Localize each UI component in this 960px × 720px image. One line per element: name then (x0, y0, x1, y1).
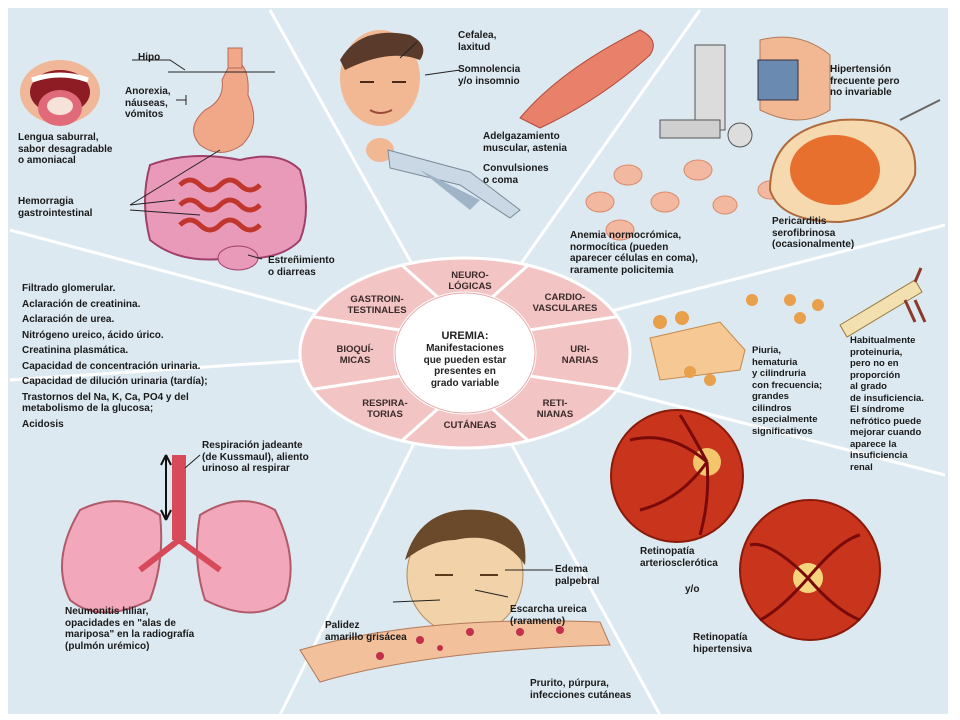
segment-gastrointestinales: GASTROIN- TESTINALES (347, 294, 407, 316)
label-anemia: Anemia normocrómica, normocítica (pueden… (570, 230, 698, 276)
test-tube-illustration (839, 267, 927, 338)
retina-arteriosclerotic-illustration (610, 409, 744, 543)
segment-cutaneas: CUTÁNEAS (443, 420, 497, 431)
center-title: UREMIA: (441, 330, 489, 342)
label-retinopatia-hipertensiva: Retinopatía hipertensiva (693, 632, 752, 655)
label-escarcha: Escarcha ureica (raramente) (510, 604, 587, 627)
bioquimica-line: Nitrógeno ureico, ácido úrico. (22, 329, 164, 341)
label-estrenimiento: Estreñimiento o diarreas (268, 255, 335, 278)
pericarditis-heart-illustration (768, 99, 941, 224)
label-hipo: Hipo (138, 52, 161, 63)
muscle-illustration (519, 29, 654, 129)
bioquimica-line: metabolismo de la glucosa; (22, 403, 154, 414)
leg-skin-illustration (299, 620, 611, 683)
label-hipertension: Hipertensión frecuente pero no invariabl… (830, 64, 900, 98)
urine-sediment-illustration (649, 294, 824, 386)
segment-urinarias: URI- NARIAS (561, 344, 599, 366)
label-convulsiones: Convulsiones o coma (483, 163, 549, 186)
bioquimica-line: Trastornos del Na, K, Ca, PO4 y del (22, 391, 189, 403)
blood-pressure-illustration (659, 36, 831, 148)
bioquimica-line: Aclaración de creatinina. (22, 298, 141, 310)
label-palidez: Palidez amarillo grisácea (325, 620, 407, 643)
label-lengua: Lengua saburral, sabor desagradable o am… (18, 132, 113, 166)
label-proteinuria: Habitualmente proteinuria, pero no en pr… (850, 335, 924, 473)
label-anorexia: Anorexia, náuseas, vómitos (125, 86, 171, 120)
label-somnolencia: Somnolencia y/o insomnio (458, 64, 521, 87)
bioquimicas-list: Filtrado glomerular. Aclaración de creat… (22, 283, 322, 430)
category-ring (298, 256, 632, 450)
lying-patient-illustration (366, 138, 521, 219)
bioquimica-line: Filtrado glomerular. (22, 283, 116, 294)
label-y-o: y/o (685, 584, 700, 595)
mouth-tongue-illustration (20, 60, 100, 126)
label-respiracion: Respiración jadeante (de Kussmaul), alie… (202, 440, 309, 474)
label-neumonitis: Neumonitis hiliar, opacidades en "alas d… (65, 606, 195, 652)
red-cells-illustration (585, 159, 783, 241)
digestive-tract-illustration (144, 47, 307, 271)
leader-lines (129, 41, 553, 603)
bioquimica-line: Capacidad de dilución urinaria (tardía); (22, 376, 208, 387)
bioquimica-line: Creatinina plasmática. (22, 345, 129, 356)
retina-hypertensive-illustration (739, 499, 881, 641)
pale-face-illustration (405, 509, 526, 636)
lungs-illustration (61, 454, 292, 614)
label-pericarditis: Pericarditis serofibrinosa (ocasionalmen… (772, 216, 855, 250)
segment-neurologicas: NEURO- LÓGICAS (448, 270, 492, 292)
bioquimica-line: Capacidad de concentración urinaria. (22, 360, 201, 372)
label-retinopatia-arteriosclerotica: Retinopatía arteriosclerótica (640, 546, 718, 569)
center-subtitle: Manifestaciones que pueden estar present… (423, 343, 507, 389)
bioquimica-line: Acidosis (22, 418, 64, 430)
center-disc (394, 292, 536, 414)
bioquimica-line: Aclaración de urea. (22, 314, 115, 325)
label-hemorragia: Hemorragia gastrointestinal (18, 196, 93, 219)
segment-retinianas: RETI- NIANAS (536, 398, 574, 420)
label-piuria: Piuria, hematuria y cilindruria con frec… (752, 345, 823, 437)
label-prurito: Prurito, púrpura, infecciones cutáneas (530, 678, 632, 701)
label-cefalea: Cefalea, laxitud (458, 30, 497, 53)
segment-cardiovasculares: CARDIO- VASCULARES (532, 292, 598, 314)
label-adelgazamiento: Adelgazamiento muscular, astenia (483, 131, 567, 154)
sleepy-face-illustration (340, 30, 424, 126)
segment-respiratorias: RESPIRA- TORIAS (362, 398, 408, 420)
label-edema: Edema palpebral (555, 564, 600, 587)
segment-bioquimicas: BIOQUÍ- MICAS (336, 344, 374, 366)
